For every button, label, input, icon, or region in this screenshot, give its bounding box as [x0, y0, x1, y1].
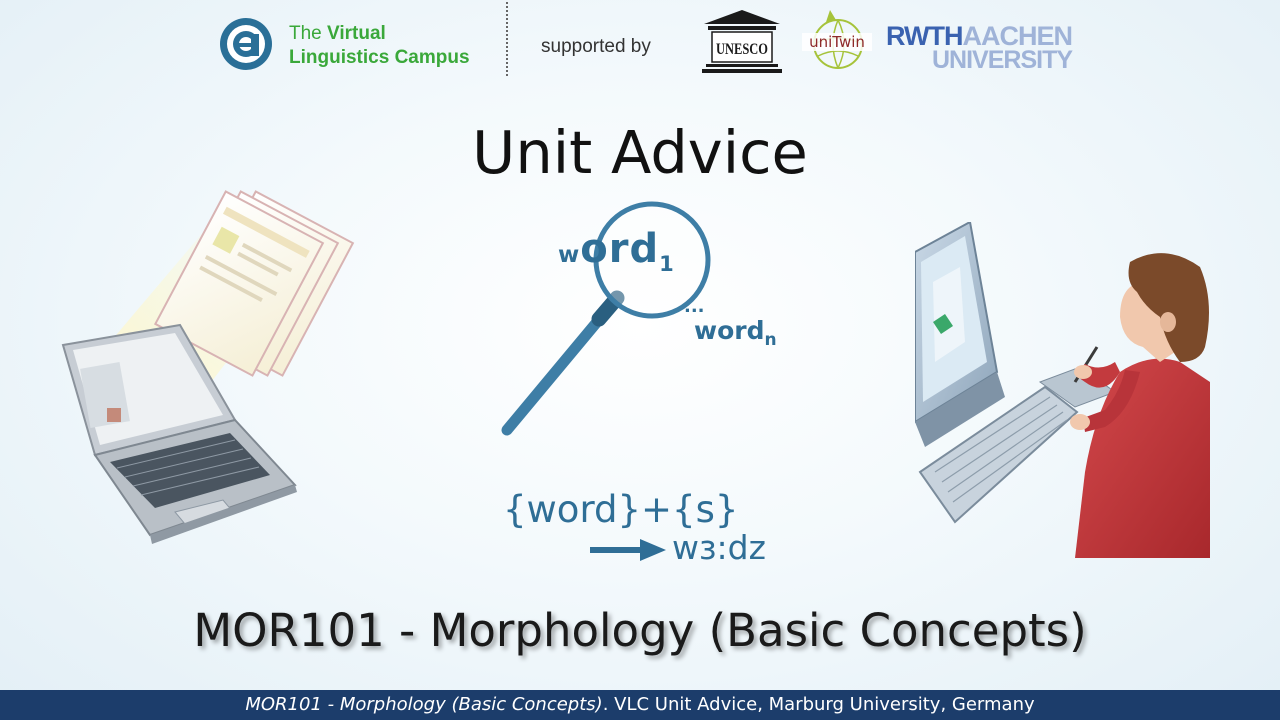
supported-by-label: supported by: [541, 36, 651, 57]
rwth-logo: RWTHAACHEN UNIVERSITY: [886, 21, 1074, 74]
vlc-name-highlight: Virtual: [327, 23, 386, 44]
word-n-label: wordn: [694, 316, 777, 350]
word-one-w: w: [558, 242, 581, 268]
unitwin-label: uniTwin: [809, 33, 865, 51]
magnifier-icon: [495, 198, 795, 443]
rwth-label: RWTH: [886, 21, 963, 51]
unesco-logo-icon: UNESCO: [698, 8, 786, 76]
unesco-label: UNESCO: [716, 41, 768, 58]
unitwin-logo-icon: uniTwin: [800, 6, 874, 76]
laptop-illustration: [55, 150, 355, 550]
aachen-label: AACHEN: [962, 21, 1074, 51]
vlc-name-prefix: The: [289, 23, 322, 44]
unit-subtitle: MOR101 - Morphology (Basic Concepts): [193, 604, 1087, 657]
person-at-computer-illustration: [914, 220, 1210, 558]
page-title: Unit Advice: [472, 118, 808, 187]
vlc-logo-icon: [218, 16, 274, 72]
word-one-label: word1: [558, 226, 675, 276]
phonetic-transcription: wɜ:dz: [672, 528, 766, 567]
footer-source: . VLC Unit Advice, Marburg University, G…: [602, 694, 1035, 715]
vlc-name-line2: Linguistics Campus: [289, 47, 470, 68]
arrow-right-icon: [590, 539, 666, 561]
footer-unit-name: MOR101 - Morphology (Basic Concepts): [245, 694, 603, 715]
word-n-text: word: [694, 316, 765, 345]
header-divider: [506, 2, 508, 76]
word-n-subscript: n: [764, 330, 777, 350]
rwth-logo-line1: RWTHAACHEN: [886, 21, 1074, 51]
morpheme-formula: {word}+{s}: [503, 488, 739, 531]
word-one-rest: ord: [580, 226, 660, 272]
footer-bar: MOR101 - Morphology (Basic Concepts). VL…: [0, 690, 1280, 720]
ellipsis-label: ...: [684, 296, 705, 317]
university-label: UNIVERSITY: [932, 46, 1073, 74]
word-one-subscript: 1: [659, 252, 675, 276]
vlc-name: The Virtual Linguistics Campus: [289, 22, 470, 70]
